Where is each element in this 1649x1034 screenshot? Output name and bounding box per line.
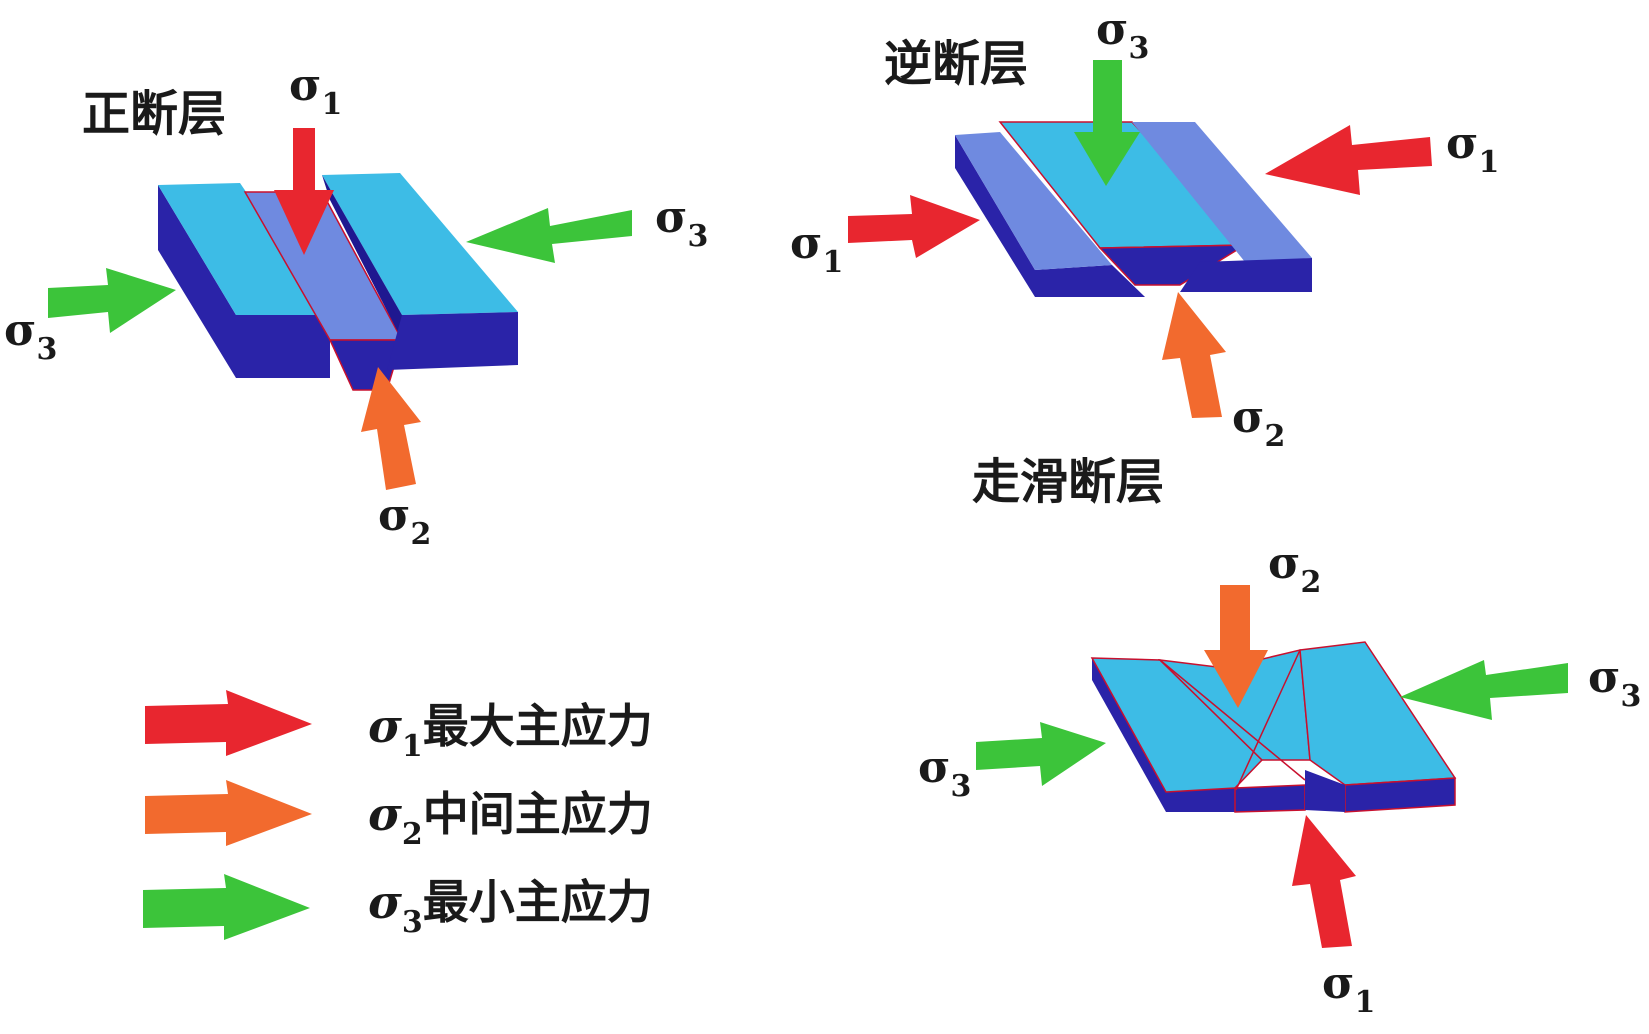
strike-sigma1-label: σ1 <box>1322 958 1375 1020</box>
reverse-sigma3-arrow <box>1074 60 1140 186</box>
normal-sigma1-arrow <box>274 128 334 255</box>
legend-sigma1-text: σ1最大主应力 <box>368 699 653 764</box>
normal-left-block-side-left <box>158 185 236 378</box>
reverse-left-block-front <box>1035 265 1145 297</box>
reverse-fault-title: 逆断层 <box>884 36 1028 92</box>
strike-sigma3-left-label: σ3 <box>918 742 971 804</box>
normal-left-block-side-front <box>236 315 330 378</box>
normal-sigma1-label: σ1 <box>289 60 342 122</box>
legend-item-sigma3: σ3最小主应力 <box>143 874 653 940</box>
strike-sigma3-left-arrow <box>976 722 1106 786</box>
reverse-left-block-side <box>955 135 1035 297</box>
normal-fault-title: 正断层 <box>82 86 226 142</box>
reverse-right-block-top <box>1132 122 1312 262</box>
normal-sigma2-arrow <box>361 367 421 490</box>
normal-sigma3-left-arrow <box>48 268 176 333</box>
reverse-right-block-front <box>1180 258 1312 292</box>
normal-fault-diagram: 正断层 σ1 σ3 σ3 σ2 <box>4 60 708 552</box>
legend-item-sigma2: σ2中间主应力 <box>145 780 653 852</box>
normal-sigma3-right-label: σ3 <box>655 192 708 254</box>
strike-left-block-front <box>1166 788 1235 812</box>
reverse-sigma3-label: σ3 <box>1096 4 1149 66</box>
strike-left-block-side <box>1092 658 1166 812</box>
strike-fault-trace-b <box>1235 649 1301 791</box>
reverse-sigma2-label: σ2 <box>1232 392 1285 454</box>
strike-sigma3-right-arrow <box>1400 660 1568 720</box>
legend: σ1最大主应力 σ2中间主应力 σ3最小主应力 <box>143 690 653 940</box>
legend-sigma2-text: σ2中间主应力 <box>368 787 653 852</box>
normal-sigma3-left-label: σ3 <box>4 305 57 367</box>
reverse-sigma1-right-arrow <box>1265 125 1432 195</box>
strike-slip-fault-title: 走滑断层 <box>972 454 1164 510</box>
legend-sigma3-text: σ3最小主应力 <box>368 875 653 940</box>
normal-right-block-side-left <box>322 175 402 340</box>
reverse-left-block-top <box>955 132 1112 270</box>
strike-sigma2-arrow <box>1204 585 1268 708</box>
strike-sigma1-arrow <box>1292 815 1356 948</box>
legend-sigma1-arrow <box>145 690 312 756</box>
strike-center-front <box>1234 784 1306 813</box>
reverse-sigma1-left-label: σ1 <box>790 218 843 280</box>
strike-left-block-top <box>1090 657 1264 793</box>
strike-front-gap <box>1305 770 1345 812</box>
normal-right-block-top <box>322 173 518 315</box>
strike-sigma3-right-label: σ3 <box>1588 652 1641 714</box>
reverse-sigma2-arrow <box>1162 292 1226 418</box>
legend-sigma2-arrow <box>145 780 312 846</box>
strike-right-block-top <box>1299 641 1457 786</box>
strike-fault-trace-a <box>1159 659 1306 781</box>
normal-left-block-top <box>158 183 330 315</box>
strike-sigma2-label: σ2 <box>1268 538 1321 600</box>
strike-slip-fault-diagram: 走滑断层 σ2 σ3 σ3 σ1 <box>918 454 1641 1020</box>
normal-right-block-front <box>387 312 518 370</box>
normal-sigma2-label: σ2 <box>378 490 431 552</box>
reverse-fault-diagram: 逆断层 σ3 σ1 σ1 σ2 <box>790 4 1499 454</box>
legend-item-sigma1: σ1最大主应力 <box>145 690 653 764</box>
normal-sigma3-right-arrow <box>466 208 632 263</box>
reverse-sigma1-left-arrow <box>848 195 980 258</box>
reverse-sigma1-right-label: σ1 <box>1446 118 1499 180</box>
legend-sigma3-arrow <box>143 874 310 940</box>
reverse-center-front <box>1098 244 1248 286</box>
